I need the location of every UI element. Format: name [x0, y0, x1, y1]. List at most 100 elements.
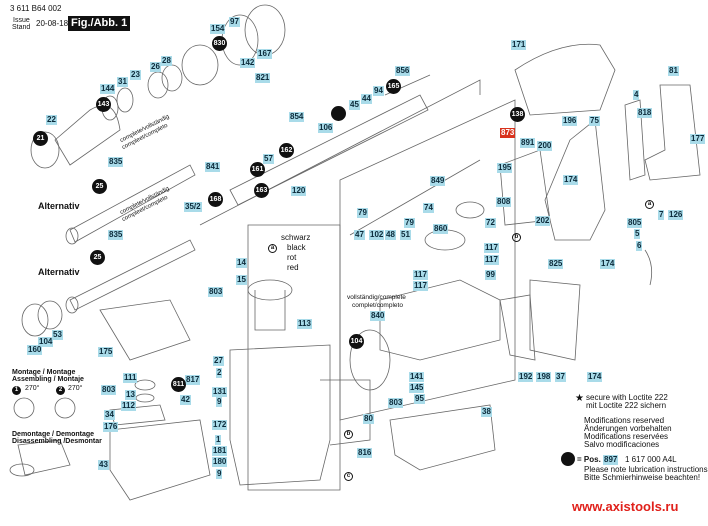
part-label: 79 [357, 208, 368, 218]
modifications-en: Modifications reserved [584, 416, 665, 425]
part-label: 175 [98, 347, 114, 357]
part-label: 94 [373, 86, 384, 96]
complete-note-3: vollständig/complete [347, 294, 406, 301]
wire-color-rot: rot [287, 253, 297, 262]
lubrication-note-de: Bitte Schmierhinweise beachten! [584, 473, 701, 482]
part-label: 35/2 [184, 202, 202, 212]
part-label: 195 [497, 163, 513, 173]
part-label: 57 [263, 154, 274, 164]
part-label: 177 [690, 134, 706, 144]
star-icon: ★ [575, 393, 584, 404]
wire-color-schwarz: schwarz [281, 233, 311, 242]
highlighted-part-label: 873 [500, 128, 516, 138]
part-label: 75 [589, 116, 600, 126]
stand-label: Stand [12, 24, 31, 31]
part-label: 817 [185, 375, 201, 385]
part-label: 854 [289, 112, 305, 122]
part-label: 181 [212, 446, 228, 456]
part-label: 37 [555, 372, 566, 382]
part-label: 111 [123, 373, 138, 383]
part-label: 117 [413, 270, 428, 280]
part-label: 28 [161, 56, 172, 66]
part-label: 891 [520, 138, 536, 148]
part-label: 805 [627, 218, 643, 228]
part-label: 144 [100, 84, 116, 94]
part-label: 808 [496, 197, 512, 207]
part-label: 5 [634, 229, 641, 239]
pos-code: 1 617 000 A4L [625, 455, 677, 464]
part-label: 51 [400, 230, 411, 240]
part-label: 174 [587, 372, 603, 382]
part-label: 145 [409, 383, 425, 393]
part-label: 803 [388, 398, 404, 408]
lubricated-part-label: 138 [510, 107, 525, 122]
part-label: 22 [46, 115, 57, 125]
lubricated-part-label: 25 [92, 179, 107, 194]
part-label: 174 [563, 175, 579, 185]
part-label: 43 [98, 460, 109, 470]
part-label: 200 [537, 141, 553, 151]
part-label: 171 [511, 40, 527, 50]
part-label: 99 [485, 270, 496, 280]
montage-heading: Montage / Montage [12, 369, 76, 376]
part-label: 9 [216, 397, 223, 407]
part-label: 835 [108, 157, 124, 167]
pos-number: 897 [603, 455, 619, 465]
connector-marker: a [645, 200, 654, 209]
part-label: 192 [518, 372, 534, 382]
issue-date: 20-08-18 [36, 19, 69, 28]
part-label: 117 [484, 243, 499, 253]
part-label: 176 [103, 422, 119, 432]
part-label: 117 [484, 255, 499, 265]
part-label: 34 [104, 410, 115, 420]
motor-housing [229, 224, 371, 491]
part-label: 172 [212, 420, 228, 430]
gearbox-cover-assembly [99, 299, 211, 501]
part-label: 816 [357, 448, 373, 458]
part-label: 113 [297, 319, 312, 329]
part-label: 2 [216, 368, 223, 378]
part-label: 142 [240, 58, 256, 68]
part-label: 198 [536, 372, 552, 382]
part-label: 45 [349, 100, 360, 110]
part-label: 180 [212, 457, 228, 467]
part-label: 120 [291, 186, 307, 196]
lubrication-dot-icon [561, 452, 575, 466]
part-label: 821 [255, 73, 271, 83]
step-1-marker: 1 [12, 386, 21, 395]
part-label: 53 [52, 330, 63, 340]
connector-marker: b [344, 430, 353, 439]
part-label: 48 [385, 230, 396, 240]
issue-label: Issue [13, 17, 30, 24]
part-label: 97 [229, 17, 240, 27]
part-label: 835 [108, 230, 124, 240]
part-label: 860 [433, 224, 449, 234]
part-label: 126 [668, 210, 684, 220]
part-label: 849 [430, 176, 446, 186]
part-label: 14 [236, 258, 247, 268]
connector-marker: a [268, 244, 277, 253]
alternativ-label-2: Alternativ [38, 267, 80, 277]
lubrication-dot-icon [331, 106, 346, 121]
lubricated-part-label: 21 [33, 131, 48, 146]
part-label: 26 [150, 62, 161, 72]
lubricated-part-label: 165 [386, 79, 401, 94]
tool-holder-tubes [21, 164, 196, 337]
part-label: 95 [414, 394, 425, 404]
part-label: 117 [413, 281, 428, 291]
part-label: 840 [370, 311, 386, 321]
lubricated-part-label: 143 [96, 97, 111, 112]
part-label: 841 [205, 162, 221, 172]
angle-label-2: 270° [68, 385, 83, 392]
step-2-marker: 2 [56, 386, 65, 395]
part-label: 112 [121, 401, 136, 411]
part-label: 74 [423, 203, 434, 213]
part-label: 47 [354, 230, 365, 240]
part-label: 15 [236, 275, 247, 285]
part-label: 42 [180, 395, 191, 405]
part-label: 9 [216, 469, 223, 479]
part-label: 856 [395, 66, 411, 76]
modifications-de: Änderungen vorbehalten [584, 424, 672, 433]
lubricated-part-label: 168 [208, 192, 223, 207]
